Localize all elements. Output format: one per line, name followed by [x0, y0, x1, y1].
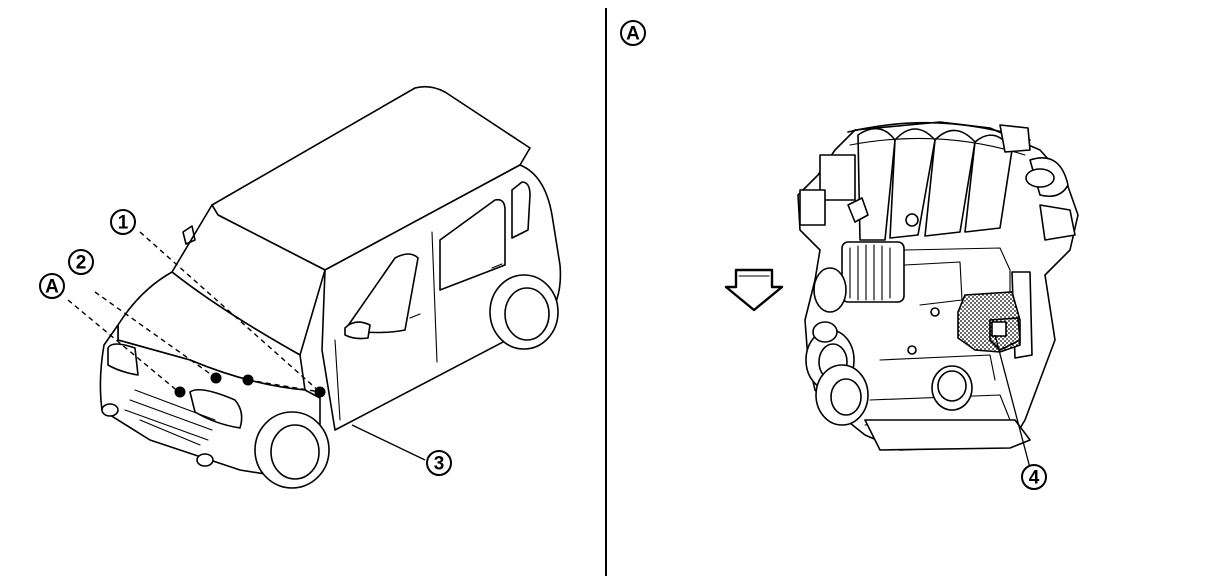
- svg-text:A: A: [626, 24, 640, 45]
- callout-3: 3: [426, 450, 452, 476]
- callout-1: 1: [110, 209, 136, 235]
- svg-text:4: 4: [1029, 468, 1040, 489]
- callout-a-right: A: [620, 20, 646, 46]
- svg-text:1: 1: [118, 213, 129, 234]
- down-arrow-icon: [724, 268, 784, 312]
- svg-text:2: 2: [76, 253, 87, 274]
- svg-text:3: 3: [434, 454, 445, 475]
- callout-a-left: A: [39, 273, 65, 299]
- callout-2: 2: [68, 249, 94, 275]
- svg-text:A: A: [45, 277, 59, 298]
- callout-4: 4: [1021, 464, 1047, 490]
- vehicle-illustration: [67, 85, 562, 489]
- engine-illustration: [797, 121, 1079, 469]
